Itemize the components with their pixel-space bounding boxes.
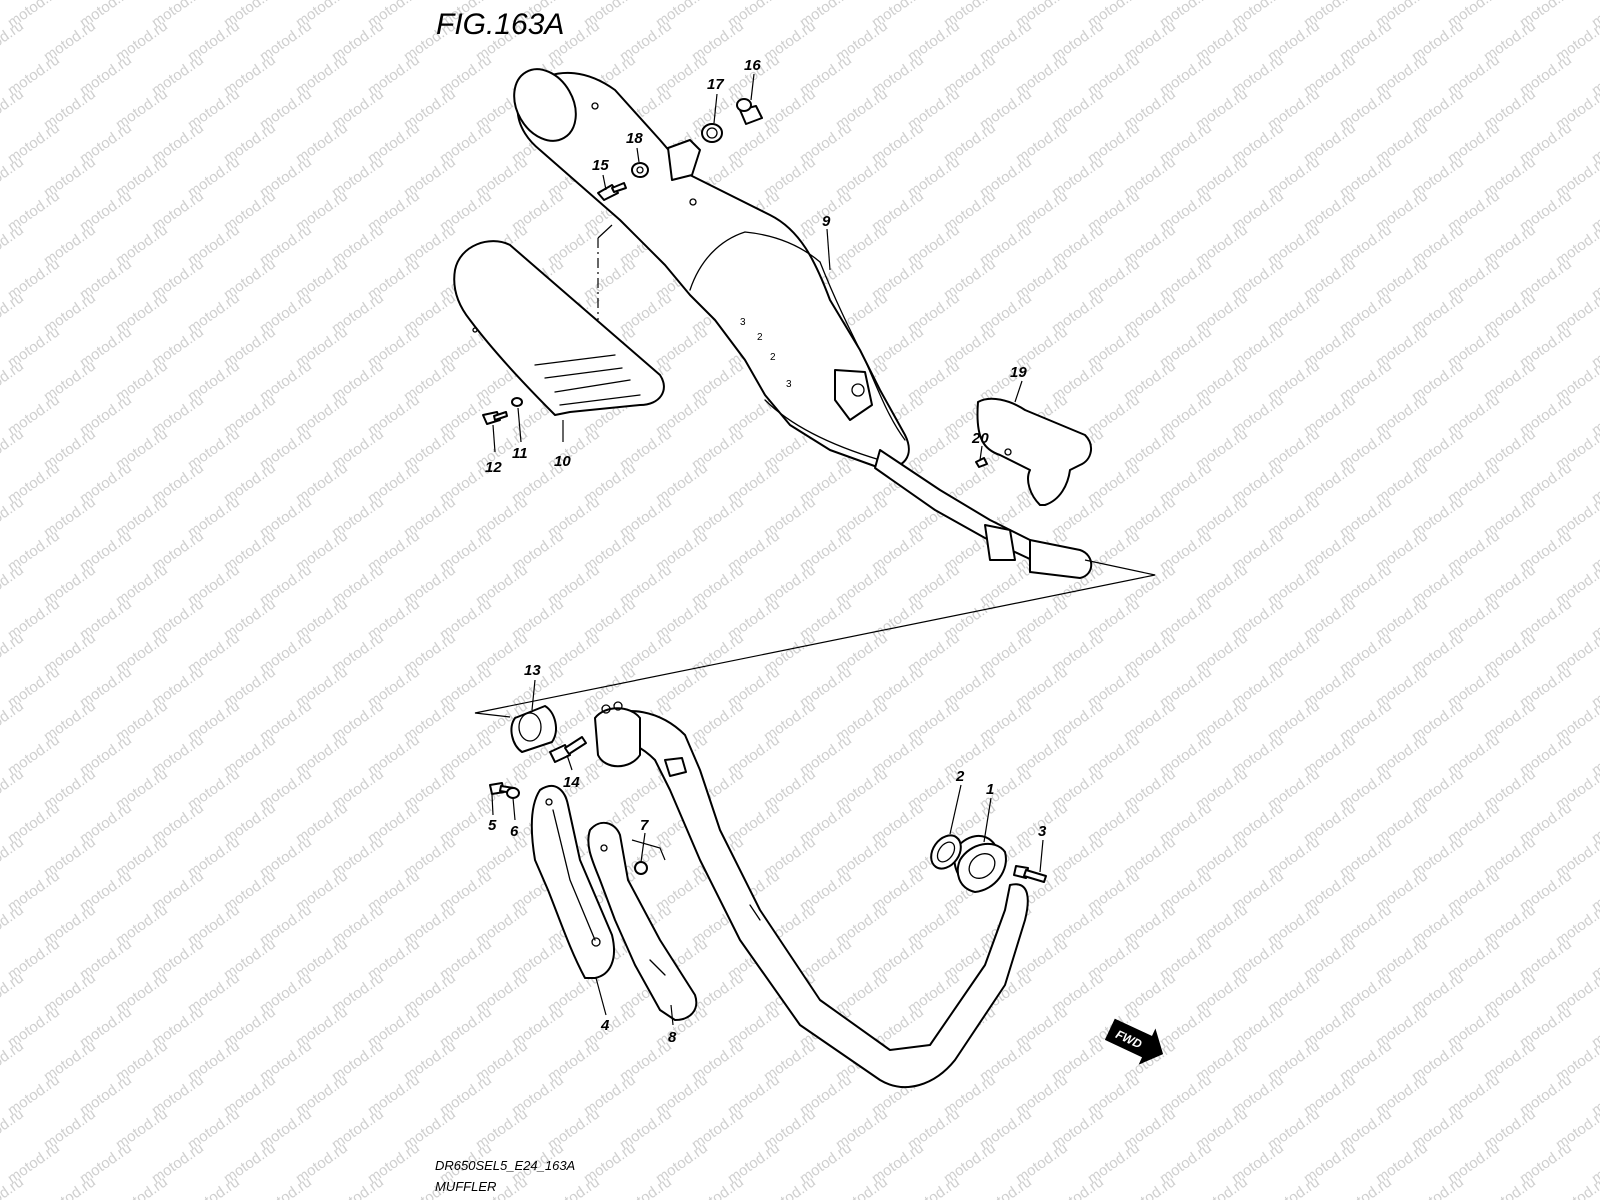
watermark-text: motod.ru (1589, 0, 1600, 31)
watermark-text: motod.ru (1121, 1173, 1179, 1200)
callout-7: 7 (640, 817, 649, 834)
callout-15: 15 (592, 157, 609, 174)
callout-20: 20 (971, 430, 989, 447)
watermark-text: motod.ru (185, 1173, 243, 1200)
callout-10: 10 (554, 453, 571, 470)
callout-17: 17 (707, 76, 724, 93)
watermark-text: motod.ru (689, 1173, 747, 1200)
watermark-text: motod.ru (1409, 1173, 1467, 1200)
washer-part-6[interactable] (506, 787, 520, 799)
watermark-text: motod.ru (1337, 1173, 1395, 1200)
callout-14: 14 (563, 774, 580, 791)
svg-text:2: 2 (770, 352, 776, 363)
washer-part-11[interactable] (511, 397, 523, 407)
figure-title: FIG.163A (436, 8, 564, 41)
figure-name: MUFFLER (435, 1179, 496, 1194)
watermark-text: motod.ru (1481, 1173, 1539, 1200)
callout-1: 1 (986, 781, 994, 798)
watermark-text: motod.ru (257, 1173, 315, 1200)
watermark-text: motod.ru (977, 1173, 1035, 1200)
figure-code: DR650SEL5_E24_163A (435, 1158, 575, 1173)
svg-text:3: 3 (786, 379, 792, 390)
callout-2: 2 (955, 768, 965, 785)
callout-3: 3 (1038, 823, 1047, 840)
callout-12: 12 (485, 459, 502, 476)
watermark-text: motod.ru (329, 1173, 387, 1200)
svg-text:3: 3 (740, 317, 746, 328)
washer-part-18[interactable] (631, 162, 649, 178)
watermark-text: motod.ru (617, 1173, 675, 1200)
watermark-text: motod.ru (1265, 1173, 1323, 1200)
watermark-text: motod.ru (545, 1173, 603, 1200)
collar-part-16[interactable] (736, 98, 763, 125)
callout-4: 4 (600, 1017, 610, 1034)
callout-11: 11 (512, 445, 528, 462)
callout-5: 5 (488, 817, 497, 834)
callout-18: 18 (626, 130, 643, 147)
callout-16: 16 (744, 57, 761, 74)
watermark-text: motod.ru (41, 1173, 99, 1200)
cover-part-19[interactable] (976, 397, 1092, 506)
callout-13: 13 (524, 662, 541, 679)
watermark-text: motod.ru (1049, 1173, 1107, 1200)
callout-8: 8 (668, 1029, 677, 1046)
callout-9: 9 (822, 213, 831, 230)
callout-19: 19 (1010, 364, 1027, 381)
svg-text:2: 2 (757, 332, 763, 343)
bolt-part-12[interactable] (482, 411, 508, 425)
watermark-text: motod.ru (113, 1173, 171, 1200)
watermark-text: motod.ru (761, 1173, 819, 1200)
bolt-part-3[interactable] (1013, 865, 1047, 883)
watermark-text: motod.ru (1193, 1173, 1251, 1200)
callout-6: 6 (510, 823, 519, 840)
watermark-text: motod.ru (905, 1173, 963, 1200)
grommet-part-17[interactable] (701, 123, 723, 143)
watermark-text: motod.ru (833, 1173, 891, 1200)
